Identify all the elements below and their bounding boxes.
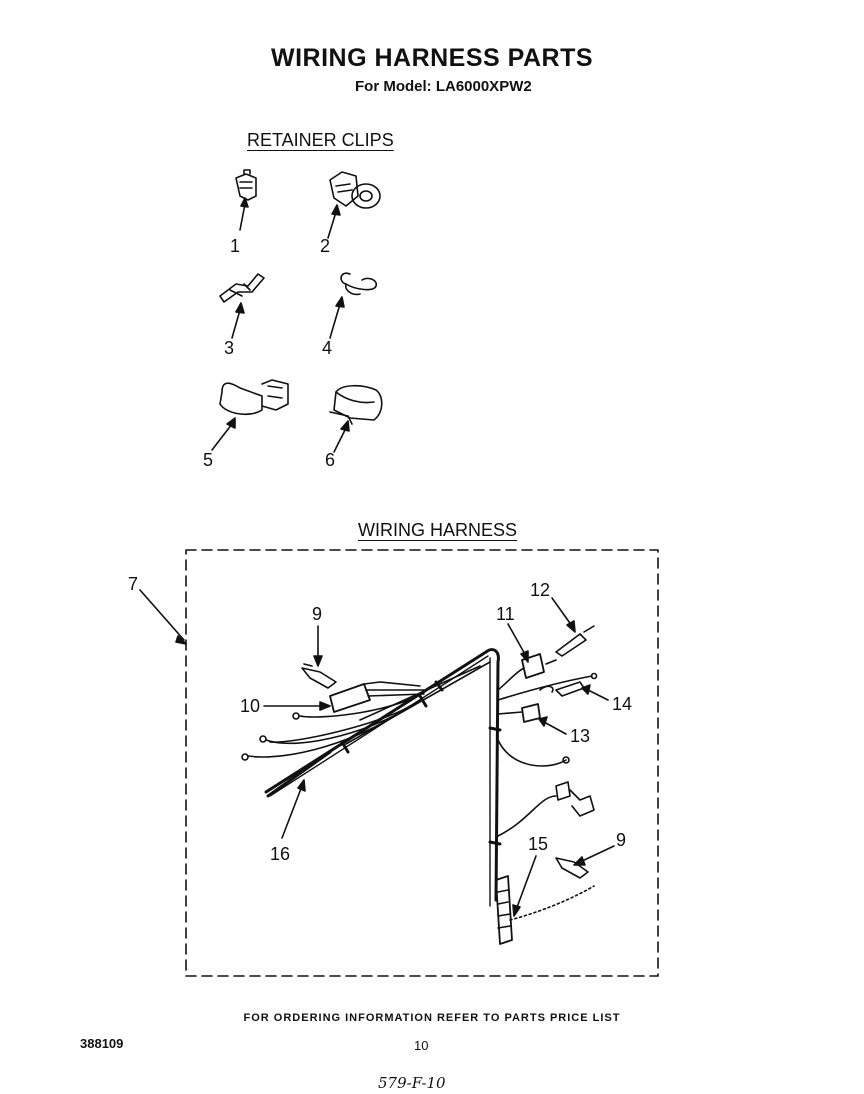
callout-3: 3 [224,338,235,358]
retainer-clip-3 [219,273,265,339]
callout-4: 4 [322,338,333,358]
handwritten-note: 579-F-10 [378,1074,446,1092]
page-number: 10 [414,1038,429,1053]
leader-7 [139,589,185,641]
callout-12: 12 [530,580,551,600]
wiring-harness-assembly [241,625,598,945]
callout-5: 5 [203,450,214,470]
harness-frame [185,549,659,977]
callout-14: 14 [612,694,633,714]
document-number: 388109 [80,1036,124,1051]
wiring-harness-heading: WIRING HARNESS [358,520,518,540]
callout-1: 1 [230,236,241,256]
callout-13: 13 [570,726,591,746]
callout-11: 11 [496,604,515,624]
callout-leaders [263,597,615,917]
callout-9-lower: 9 [616,830,627,850]
callout-2: 2 [320,236,331,256]
retainer-clip-1 [235,169,257,231]
callout-10: 10 [240,696,261,716]
page-title: WIRING HARNESS PARTS [270,44,594,72]
model-subtitle: For Model: LA6000XPW2 [355,78,532,95]
ordering-note: FOR ORDERING INFORMATION REFER TO PARTS … [243,1012,621,1024]
retainer-clip-5 [211,379,289,451]
retainer-clip-2 [327,171,381,239]
callout-15: 15 [528,834,549,854]
callout-16: 16 [270,844,291,864]
callout-7: 7 [128,574,139,594]
callout-6: 6 [325,450,336,470]
retainer-clip-6 [329,384,383,453]
retainer-clip-4 [329,272,378,339]
retainer-clips-heading: RETAINER CLIPS [247,130,394,150]
callout-9-upper: 9 [312,604,323,624]
